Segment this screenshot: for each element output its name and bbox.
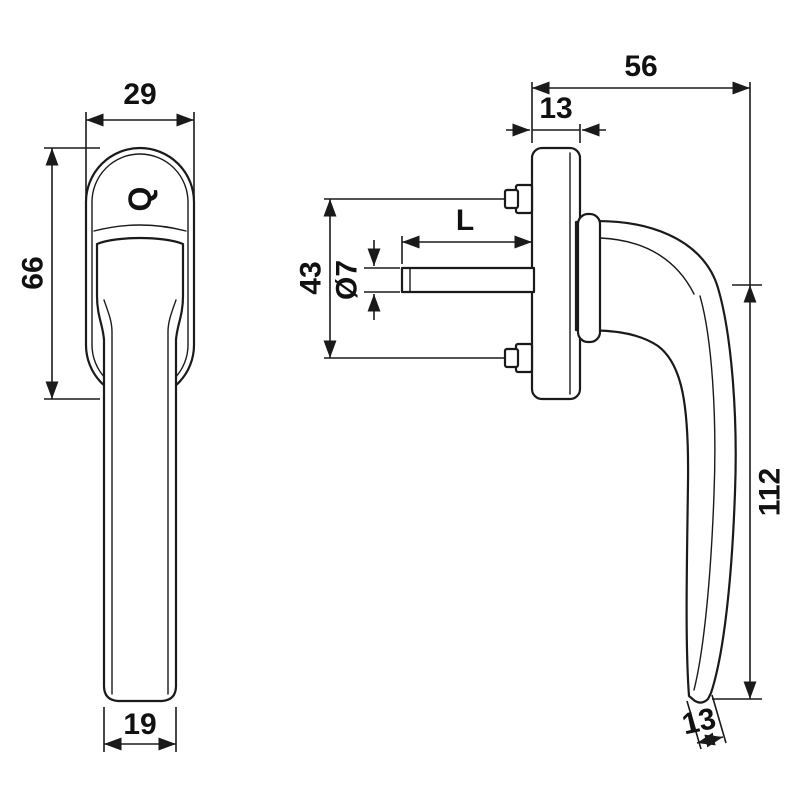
- rosette-side-plate: [530, 146, 582, 401]
- dimensions-front: 29 66 19: [17, 78, 195, 752]
- dim-rosette-width-label: 29: [123, 78, 156, 111]
- dim-spindle-length-label: L: [456, 204, 474, 237]
- dim-total-depth-label: 56: [624, 50, 657, 83]
- neck-side-edge-line: [599, 237, 695, 295]
- dim-rosette-width-extensions: [85, 112, 195, 200]
- dim-handle-length-label: 112: [754, 468, 787, 516]
- grip-side-edge-line: [693, 295, 716, 691]
- front-view: Q: [84, 146, 196, 703]
- screw-boss-top-nub: [503, 188, 520, 210]
- spindle: [400, 266, 536, 294]
- screw-boss-bottom-nub: [503, 347, 520, 369]
- brand-logo-mark: Q: [122, 187, 158, 212]
- rosette-dome-edge: [93, 224, 187, 232]
- dim-grip-tip-line: [696, 732, 724, 748]
- dim-grip-tip-label: 13: [679, 702, 719, 741]
- dim-spindle-diameter-label: Ø7: [331, 260, 364, 300]
- handle-grip-front: [95, 236, 185, 703]
- dim-screw-spacing-label: 43: [295, 261, 328, 294]
- handle-grip-side: [574, 220, 737, 704]
- dim-grip-width-label: 19: [123, 708, 156, 741]
- dim-spindle-diameter-extensions: [364, 267, 400, 293]
- handle-collar: [576, 212, 602, 344]
- dim-plate-thickness-label: 13: [539, 92, 572, 125]
- dim-screw-spacing-extensions: [324, 198, 504, 359]
- dimensions-side: 56 13 L Ø7 43 112: [295, 50, 787, 750]
- grip-front-edge-line-right: [167, 299, 177, 695]
- dim-rosette-height-label: 66: [17, 256, 50, 289]
- grip-front-edge-line-left: [103, 299, 113, 695]
- side-view: [400, 146, 737, 704]
